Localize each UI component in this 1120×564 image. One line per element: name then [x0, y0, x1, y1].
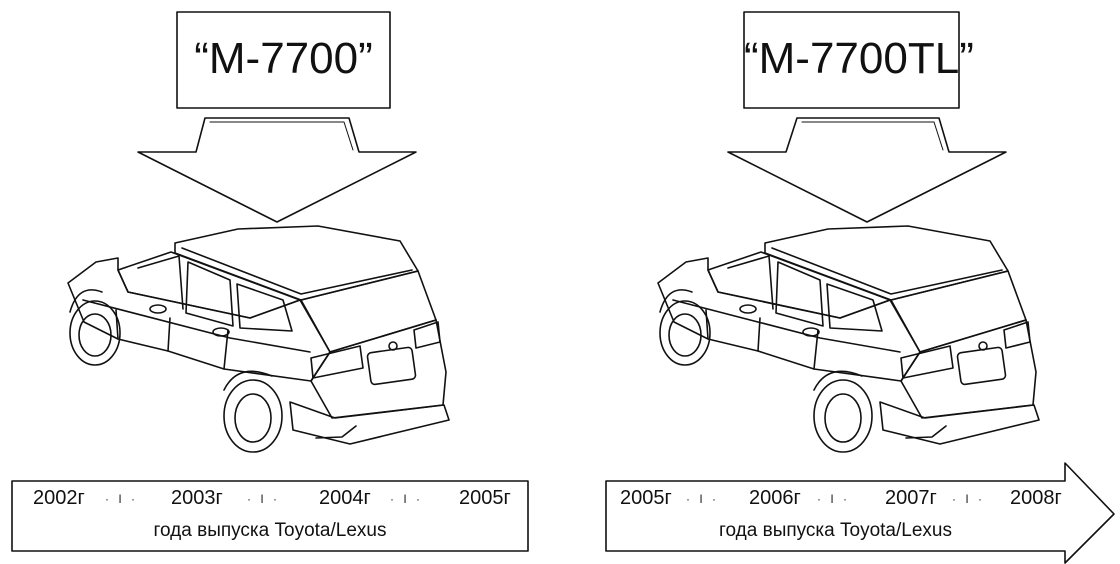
car-illustration	[67, 225, 450, 453]
timeline-year: 2008г	[1010, 487, 1062, 509]
timeline-year: 2005г	[620, 487, 672, 509]
model-label-right: “M-7700TL”	[744, 34, 974, 83]
timeline-year: 2006г	[749, 487, 801, 509]
timeline-separator: · I ·	[817, 492, 850, 506]
timeline-year: 2005г	[459, 487, 511, 509]
timeline-year: 2003г	[171, 487, 223, 509]
car-illustration	[657, 225, 1040, 453]
timeline-year: 2002г	[33, 487, 85, 509]
model-box-left	[176, 11, 391, 109]
timeline-separator: · I ·	[390, 492, 423, 506]
timeline-year: 2004г	[319, 487, 371, 509]
timeline-separator: · I ·	[105, 492, 138, 506]
timeline-year: 2007г	[885, 487, 937, 509]
down-arrow-icon	[137, 117, 417, 223]
timeline-caption: года выпуска Toyota/Lexus	[719, 520, 952, 541]
right-arrow-icon	[605, 462, 1115, 564]
timeline-separator: · I ·	[686, 492, 719, 506]
down-arrow-icon	[727, 117, 1007, 223]
timeline-box-left	[11, 480, 529, 552]
timeline-caption: года выпуска Toyota/Lexus	[153, 520, 387, 541]
timeline-separator: · I ·	[247, 492, 280, 506]
timeline-separator: · I ·	[952, 492, 985, 506]
model-label-left: “M-7700”	[194, 34, 373, 83]
model-box-right	[743, 11, 960, 109]
